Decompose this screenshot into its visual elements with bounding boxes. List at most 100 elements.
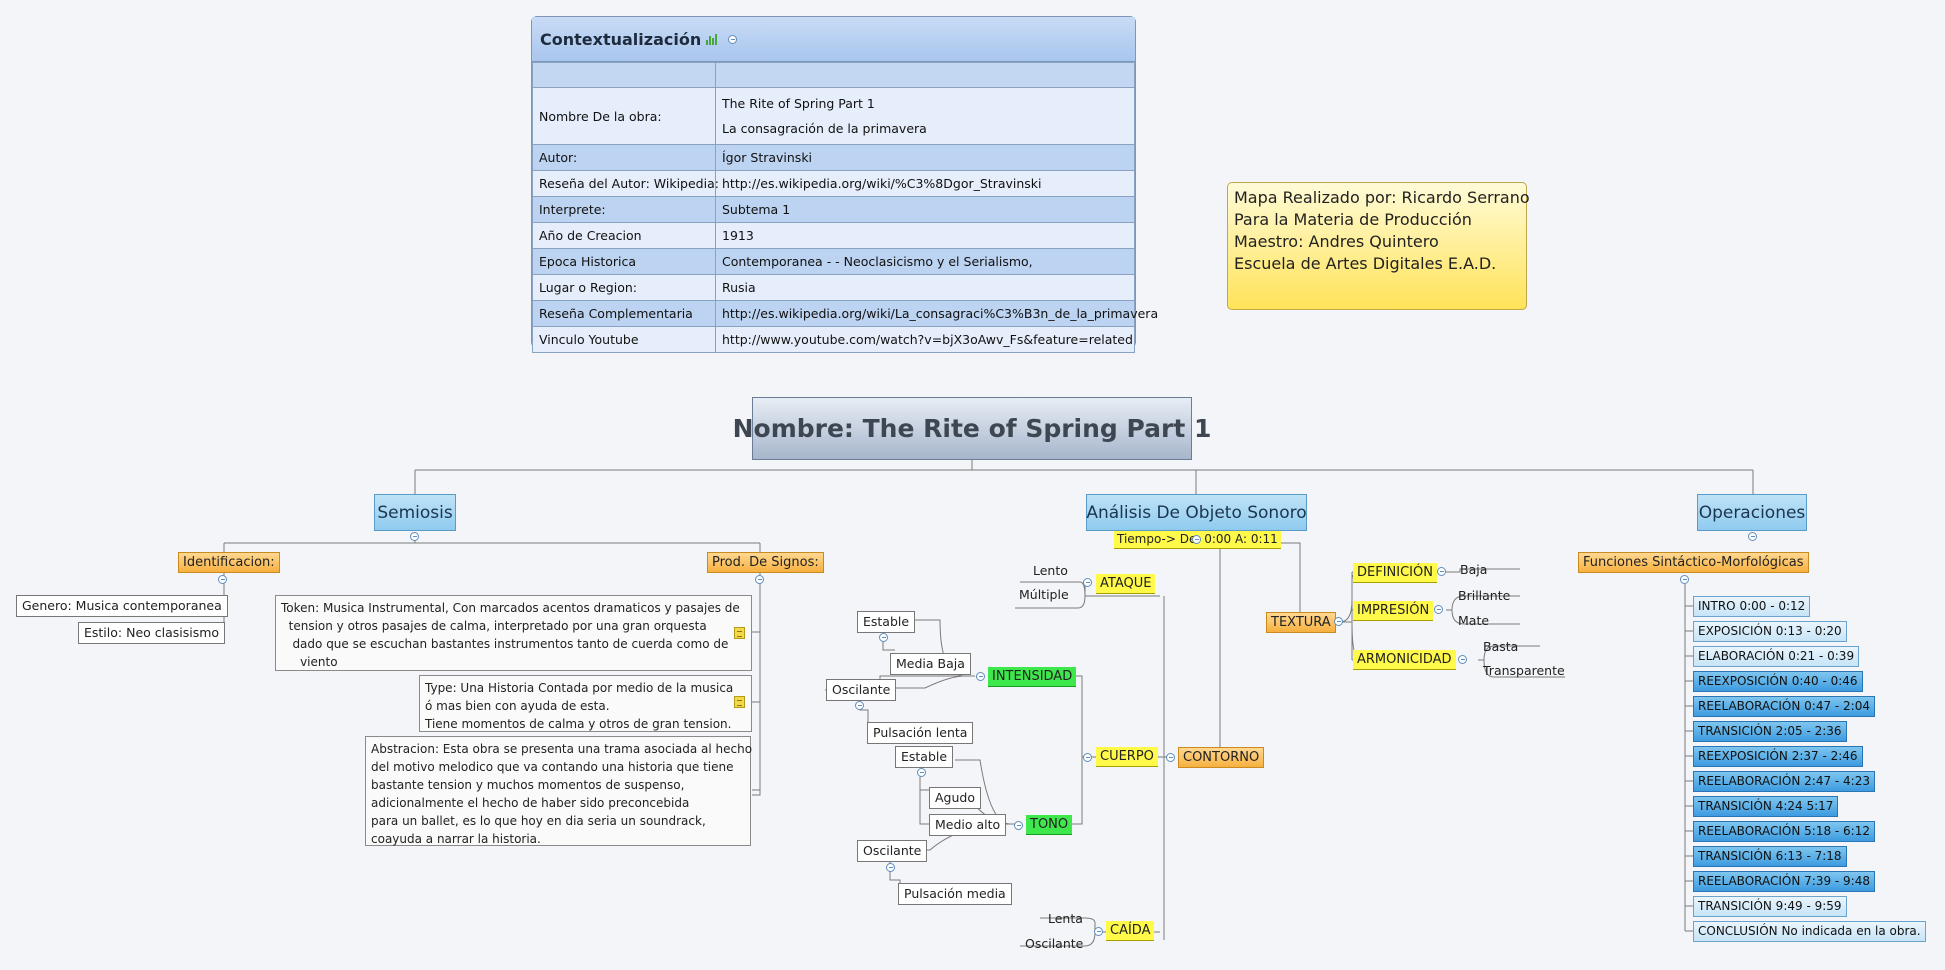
operacion-item[interactable]: REELABORACIÓN 0:47 - 2:04 [1693, 696, 1875, 717]
genero-node[interactable]: Genero: Musica contemporanea [16, 595, 228, 617]
armonicidad-basta[interactable]: Basta [1483, 639, 1519, 654]
chart-icon [706, 33, 718, 45]
collapse-icon[interactable] [1334, 617, 1343, 626]
context-title: Contextualización [540, 29, 702, 49]
operacion-item[interactable]: EXPOSICIÓN 0:13 - 0:20 [1693, 621, 1847, 642]
operaciones-label: Operaciones [1698, 502, 1806, 523]
value-nombre-2: La consagración de la primavera [722, 121, 927, 136]
prod-signos-node[interactable]: Prod. De Signos: [707, 552, 824, 573]
ataque-multiple[interactable]: Múltiple [1019, 587, 1069, 602]
intensidad-node[interactable]: INTENSIDAD [988, 667, 1077, 687]
token-note[interactable]: Token: Musica Instrumental, Con marcados… [275, 595, 752, 671]
caida-lenta[interactable]: Lenta [1048, 911, 1083, 926]
context-grid: Nombre De la obra: The Rite of Spring Pa… [532, 62, 1158, 353]
operacion-item[interactable]: REELABORACIÓN 7:39 - 9:48 [1693, 871, 1875, 892]
semiosis-node[interactable]: Semiosis [374, 494, 456, 531]
armonicidad-node[interactable]: ARMONICIDAD [1353, 650, 1456, 670]
collapse-icon[interactable] [855, 701, 864, 710]
credit-line: Para la Materia de Producción [1234, 210, 1472, 229]
value-resena-complementaria[interactable]: http://es.wikipedia.org/wiki/La_consagra… [715, 300, 1158, 327]
tono-agudo[interactable]: Agudo [929, 787, 981, 809]
impresion-node[interactable]: IMPRESIÓN [1353, 601, 1434, 621]
estilo-node[interactable]: Estilo: Neo clasisismo [78, 622, 226, 644]
note-icon[interactable] [734, 627, 745, 639]
value-lugar: Rusia [715, 274, 1135, 301]
intensidad-pulsacion[interactable]: Pulsación lenta [867, 722, 974, 744]
root-topic[interactable]: Nombre: The Rite of Spring Part 1 [733, 397, 1211, 460]
tono-oscilante[interactable]: Oscilante [857, 840, 928, 862]
collapse-icon[interactable] [1437, 567, 1446, 576]
operacion-item[interactable]: REEXPOSICIÓN 0:40 - 0:46 [1693, 671, 1863, 692]
caida-node[interactable]: CAÍDA [1106, 921, 1155, 941]
definicion-node[interactable]: DEFINICIÓN [1353, 563, 1437, 583]
operacion-item[interactable]: ELABORACIÓN 0:21 - 0:39 [1693, 646, 1860, 667]
collapse-icon[interactable] [976, 672, 985, 681]
value-nombre-1: The Rite of Spring Part 1 [722, 96, 875, 111]
identificacion-node[interactable]: Identificacion: [178, 552, 280, 573]
tono-pulsacion[interactable]: Pulsación media [898, 883, 1012, 905]
label-ano: Año de Creacion [532, 222, 716, 249]
credit-line: Mapa Realizado por: Ricardo Serrano [1234, 188, 1530, 207]
operacion-item[interactable]: INTRO 0:00 - 0:12 [1693, 596, 1811, 617]
credit-line: Escuela de Artes Digitales E.A.D. [1234, 254, 1497, 273]
semiosis-label: Semiosis [377, 502, 453, 523]
collapse-icon[interactable] [886, 863, 895, 872]
intensidad-estable[interactable]: Estable [857, 611, 916, 633]
impresion-brillante[interactable]: Brillante [1458, 588, 1511, 603]
analisis-label: Análisis De Objeto Sonoro [1086, 502, 1307, 523]
abstraccion-note[interactable]: Abstracion: Esta obra se presenta una tr… [365, 736, 752, 846]
context-table: Contextualización Nombre De la obra: The… [531, 16, 1158, 353]
label-autor: Autor: [532, 144, 716, 171]
collapse-icon[interactable] [1083, 578, 1092, 587]
operacion-item[interactable]: TRANSICIÓN 6:13 - 7:18 [1693, 846, 1847, 867]
operacion-item[interactable]: REELABORACIÓN 2:47 - 4:23 [1693, 771, 1875, 792]
collapse-icon[interactable] [1083, 753, 1092, 762]
ataque-lento[interactable]: Lento [1033, 563, 1068, 578]
intensidad-oscilante[interactable]: Oscilante [826, 679, 897, 701]
label-resena-complementaria: Reseña Complementaria [532, 300, 716, 327]
tono-medio-alto[interactable]: Medio alto [929, 814, 1007, 836]
analisis-node[interactable]: Análisis De Objeto Sonoro [1086, 494, 1307, 531]
collapse-icon[interactable] [1680, 575, 1689, 584]
value-resena-autor[interactable]: http://es.wikipedia.org/wiki/%C3%8Dgor_S… [715, 170, 1135, 197]
contorno-node[interactable]: CONTORNO [1178, 747, 1265, 768]
funciones-node[interactable]: Funciones Sintáctico-Morfológicas [1578, 552, 1809, 573]
note-icon[interactable] [734, 696, 745, 708]
ataque-node[interactable]: ATAQUE [1096, 574, 1156, 594]
tono-estable[interactable]: Estable [895, 746, 954, 768]
textura-node[interactable]: TEXTURA [1266, 612, 1336, 633]
collapse-icon[interactable] [917, 768, 926, 777]
collapse-icon[interactable] [1748, 532, 1757, 541]
collapse-icon[interactable] [1094, 927, 1103, 936]
collapse-icon[interactable] [410, 532, 419, 541]
value-ano: 1913 [715, 222, 1135, 249]
operacion-item[interactable]: TRANSICIÓN 2:05 - 2:36 [1693, 721, 1847, 742]
collapse-icon[interactable] [1192, 535, 1201, 544]
impresion-mate[interactable]: Mate [1458, 613, 1490, 628]
label-lugar: Lugar o Region: [532, 274, 716, 301]
operacion-item[interactable]: REELABORACIÓN 5:18 - 6:12 [1693, 821, 1875, 842]
collapse-icon[interactable] [728, 34, 738, 44]
operacion-item[interactable]: TRANSICIÓN 9:49 - 9:59 [1693, 896, 1847, 917]
tono-node[interactable]: TONO [1026, 815, 1073, 835]
intensidad-media-baja[interactable]: Media Baja [890, 653, 971, 675]
type-note[interactable]: Type: Una Historia Contada por medio de … [419, 675, 752, 732]
cuerpo-node[interactable]: CUERPO [1096, 747, 1158, 767]
operaciones-node[interactable]: Operaciones [1697, 494, 1807, 531]
operacion-item[interactable]: REEXPOSICIÓN 2:37 - 2:46 [1693, 746, 1863, 767]
value-youtube[interactable]: http://www.youtube.com/watch?v=bjX3oAwv_… [715, 326, 1135, 353]
collapse-icon[interactable] [1014, 821, 1023, 830]
definicion-baja[interactable]: Baja [1460, 562, 1488, 577]
label-epoca: Epoca Historica [532, 248, 716, 275]
collapse-icon[interactable] [1458, 655, 1467, 664]
caida-oscilante[interactable]: Oscilante [1025, 936, 1084, 951]
operacion-item[interactable]: CONCLUSIÓN No indicada en la obra. [1693, 921, 1926, 942]
collapse-icon[interactable] [1166, 753, 1175, 762]
collapse-icon[interactable] [1434, 605, 1443, 614]
collapse-icon[interactable] [755, 575, 764, 584]
collapse-icon[interactable] [879, 633, 888, 642]
credit-note: Mapa Realizado por: Ricardo Serrano Para… [1227, 182, 1530, 310]
collapse-icon[interactable] [218, 575, 227, 584]
operacion-item[interactable]: TRANSICIÓN 4:24 5:17 [1693, 796, 1839, 817]
armonicidad-transparente[interactable]: Transparente [1483, 663, 1565, 678]
